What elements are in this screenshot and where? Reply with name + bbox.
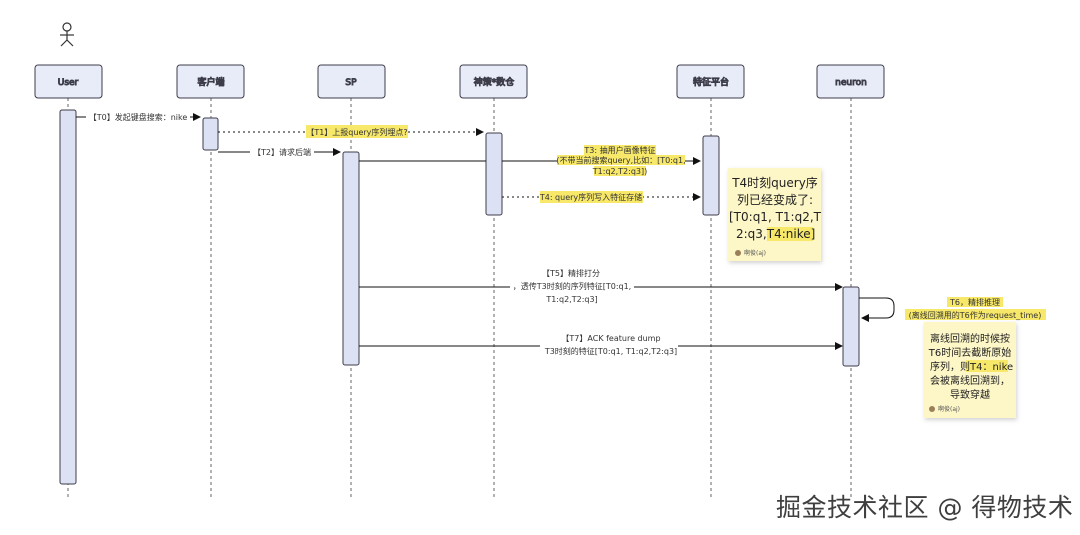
lane-label-client: 客户端 [197, 76, 224, 88]
message-t4: T4: query序列写入特征存储 [502, 191, 701, 203]
note2-line5: 导致穿越 [950, 388, 990, 401]
stick-figure-icon [60, 22, 74, 47]
message-t5-line3: T1:q2,T2:q3] [545, 295, 597, 304]
note1-author-avatar [735, 250, 741, 256]
lane-header-client[interactable]: 客户端 [176, 64, 245, 99]
message-t7-line1: 【T7】ACK feature dump [561, 334, 660, 343]
note2-line4: 会被离线回溯到， [930, 374, 1010, 387]
note2-line2: T6时间去截断原始 [928, 346, 1011, 359]
lane-label-sp: SP [345, 78, 357, 88]
note1-line2: 列已经变成了: [737, 192, 813, 207]
message-t7-line2: T3时刻的特征[T0:q1, T1:q2,T2:q3] [544, 346, 677, 356]
note2-author-avatar [929, 406, 935, 412]
note1-line1: T4时刻query序 [731, 175, 818, 190]
lane-label-user: User [58, 78, 79, 88]
lane-header-neuron[interactable]: neuron [816, 64, 885, 99]
lifelines [67, 98, 852, 500]
lane-label-neuron: neuron [835, 78, 867, 88]
message-t2-label: 【T2】请求后端 [253, 147, 311, 157]
lane-header-feature[interactable]: 特征平台 [676, 64, 745, 99]
activation-neuron [842, 286, 860, 367]
message-t3-line1: T3: 抽用户画像特征 [583, 145, 655, 155]
note1-line4: 2:q3,T4:nike] [736, 227, 815, 241]
lane-label-feature: 特征平台 [693, 76, 729, 88]
lane-header-shence[interactable]: 神策*数仓 [459, 64, 528, 99]
message-t1-label: 【T1】上报query序列埋点? [306, 127, 407, 137]
activation-client [202, 117, 219, 151]
note1-line3: [T0:q1, T1:q2,T [729, 210, 822, 224]
message-t1: 【T1】上报query序列埋点? [218, 125, 484, 138]
sticky-note-1[interactable]: T4时刻query序 列已经变成了: [T0:q1, T1:q2,T 2:q3,… [728, 168, 822, 261]
note1-author: 啊俊(aj) [744, 249, 766, 257]
sticky-note-2[interactable]: 离线回溯的时候按 T6时间去截断原始 序列，则T4：nike 会被离线回溯到， … [924, 322, 1016, 418]
message-t7: 【T7】ACK feature dump T3时刻的特征[T0:q1, T1:q… [359, 333, 843, 357]
lane-label-shence: 神策*数仓 [474, 76, 515, 88]
activation-feature [702, 135, 720, 216]
message-t4-label: T4: query序列写入特征存储 [539, 192, 642, 202]
message-t3-line2: (不带当前搜索query,比如：[T0:q1, [556, 155, 685, 165]
activation-shence [485, 132, 503, 216]
message-t0-label: 【T0】发起键盘搜索：nike [89, 112, 188, 122]
message-t6: T6，精排推理 (离线回溯用的T6作为request_time) [859, 297, 1046, 322]
message-t5: 【T5】精排打分 ，透传T3时刻的序列特征[T0:q1, T1:q2,T2:q3… [359, 268, 843, 304]
message-t0: 【T0】发起键盘搜索：nike [76, 111, 201, 123]
message-t2: 【T2】请求后端 [218, 146, 341, 158]
lane-header-user[interactable]: User [34, 64, 103, 99]
note2-line3: 序列，则T4：nike [930, 360, 1013, 373]
note2-line1: 离线回溯的时候按 [930, 332, 1010, 345]
watermark: 掘金技术社区 @ 得物技术 [776, 493, 1074, 522]
activation-user [59, 109, 77, 485]
lane-header-sp[interactable]: SP [317, 64, 386, 99]
activation-sp [342, 151, 360, 366]
message-t6-line2: (离线回溯用的T6作为request_time) [909, 310, 1042, 320]
message-t6-line1: T6，精排推理 [949, 297, 1000, 307]
message-t5-line2: ，透传T3时刻的序列特征[T0:q1, [513, 281, 631, 291]
message-t5-line1: 【T5】精排打分 [542, 268, 600, 278]
message-t3: T3: 抽用户画像特征 (不带当前搜索query,比如：[T0:q1, T1:q… [359, 145, 701, 176]
message-t3-line3: T1:q2,T2:q3]) [592, 167, 647, 176]
note2-author: 啊俊(aj) [938, 405, 960, 413]
